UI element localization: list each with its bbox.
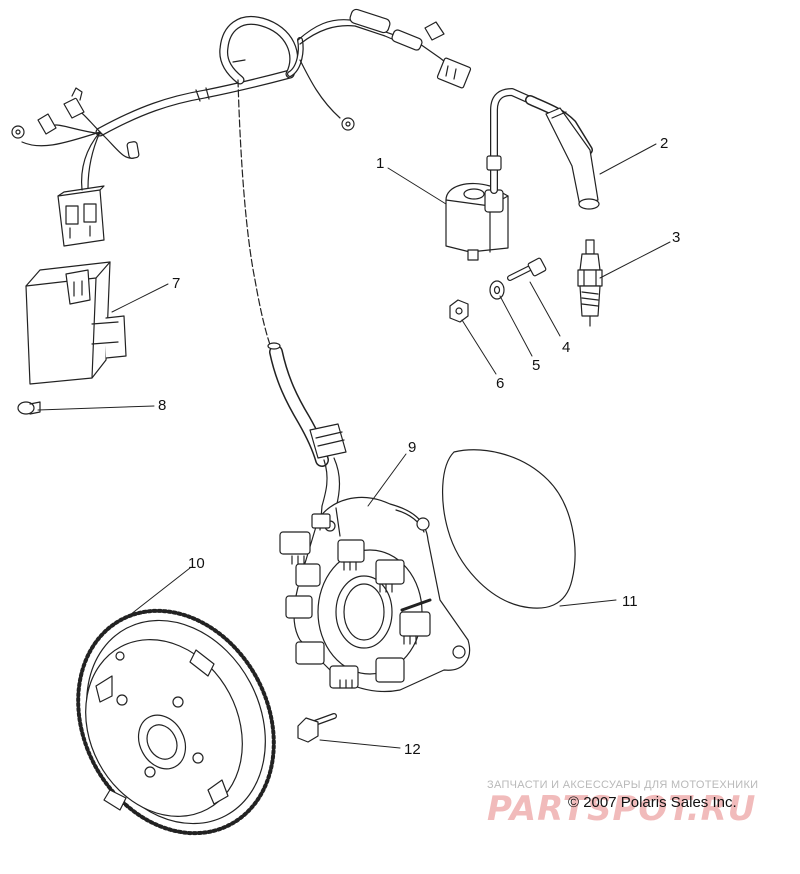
- regulator-module: [25, 261, 127, 385]
- coil-bolt: [507, 257, 547, 281]
- callout-4: 4: [562, 339, 570, 356]
- callout-5: 5: [532, 357, 540, 374]
- callout-labels: 1 2 3 4 5 6 7 8 9 10 11 12: [158, 135, 680, 758]
- callout-6: 6: [496, 375, 504, 392]
- wiring-harness: [11, 8, 472, 351]
- washer: [489, 280, 505, 300]
- gasket: [442, 449, 576, 609]
- nut: [449, 299, 469, 323]
- spark-plug: [577, 239, 603, 327]
- callout-12: 12: [404, 741, 421, 758]
- copyright-text: © 2007 Polaris Sales Inc.: [568, 794, 737, 811]
- callout-11: 11: [622, 593, 638, 610]
- stator: [279, 496, 471, 693]
- flywheel: [76, 608, 276, 836]
- callout-7: 7: [172, 275, 180, 292]
- callout-1: 1: [376, 155, 384, 172]
- mounting-screw: [17, 401, 41, 415]
- stator-lead: [267, 342, 347, 509]
- leader-lines: [37, 143, 671, 749]
- callout-2: 2: [660, 135, 668, 152]
- watermark-logo: PARTSPOT.RU: [487, 789, 757, 829]
- callout-3: 3: [672, 229, 680, 246]
- callout-9: 9: [408, 439, 416, 456]
- watermark-tagline: ЗАПЧАСТИ И АКСЕССУАРЫ ДЛЯ МОТОТЕХНИКИ: [487, 779, 759, 791]
- ignition-coil: [445, 182, 509, 261]
- plug-wire-and-cap: [486, 88, 600, 210]
- callout-8: 8: [158, 397, 166, 414]
- callout-10: 10: [188, 555, 205, 572]
- stator-bolt: [297, 713, 337, 743]
